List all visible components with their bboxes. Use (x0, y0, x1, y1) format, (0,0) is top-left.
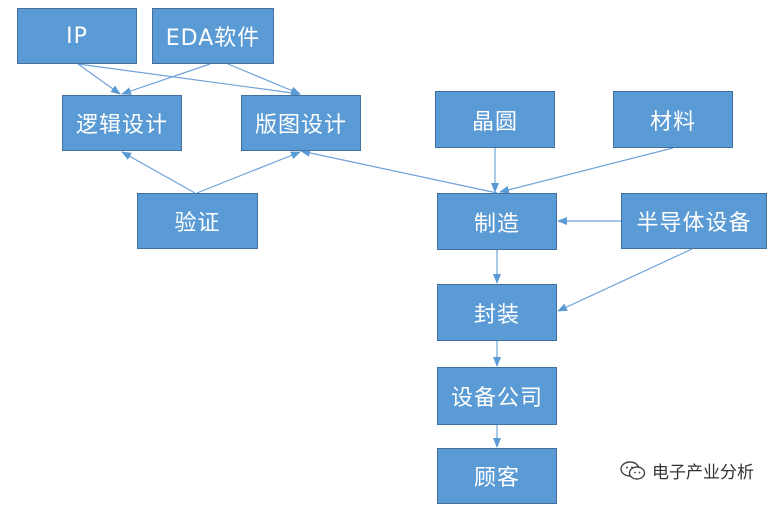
node-ip: IP (17, 8, 137, 64)
node-customer-label: 顾客 (473, 466, 520, 491)
wechat-icon (620, 460, 646, 480)
watermark: 电子产业分析 (620, 458, 754, 483)
arrow-eda-to-logic (121, 63, 211, 95)
node-layout-design: 版图设计 (241, 95, 361, 151)
node-wafer-label: 晶圆 (471, 109, 518, 135)
node-semiconductor-equipment: 半导体设备 (621, 193, 767, 249)
node-logic-design-label: 逻辑设计 (75, 113, 168, 138)
node-manufacturing-label: 制造 (473, 211, 520, 237)
node-equipment-company-label: 设备公司 (450, 386, 543, 411)
node-verification: 验证 (137, 193, 258, 249)
arrow-verify-to-layout (196, 151, 301, 194)
arrow-eda-to-layout (227, 63, 301, 95)
arrow-material-to-mfg (499, 147, 674, 194)
node-packaging-label: 封装 (473, 302, 520, 328)
node-logic-design: 逻辑设计 (62, 95, 182, 151)
node-ip-label: IP (66, 23, 88, 49)
arrow-semi-to-pack (557, 248, 693, 312)
node-customer: 顾客 (437, 448, 557, 504)
node-wafer: 晶圆 (435, 91, 555, 148)
arrow-mfg-to-layout (300, 148, 498, 194)
watermark-text: 电子产业分析 (652, 463, 754, 483)
arrow-verify-to-logic (121, 151, 196, 194)
node-material: 材料 (613, 91, 733, 148)
node-layout-design-label: 版图设计 (254, 113, 347, 138)
node-semiconductor-equipment-label: 半导体设备 (636, 211, 752, 236)
node-manufacturing: 制造 (437, 193, 557, 250)
arrow-ip-to-layout (77, 63, 301, 97)
node-material-label: 材料 (649, 109, 696, 135)
arrow-ip-to-logic (77, 63, 121, 95)
node-verification-label: 验证 (174, 211, 221, 236)
node-eda-label: EDA软件 (165, 26, 261, 51)
node-equipment-company: 设备公司 (437, 367, 557, 425)
node-packaging: 封装 (437, 284, 557, 341)
node-eda-software: EDA软件 (152, 8, 274, 64)
